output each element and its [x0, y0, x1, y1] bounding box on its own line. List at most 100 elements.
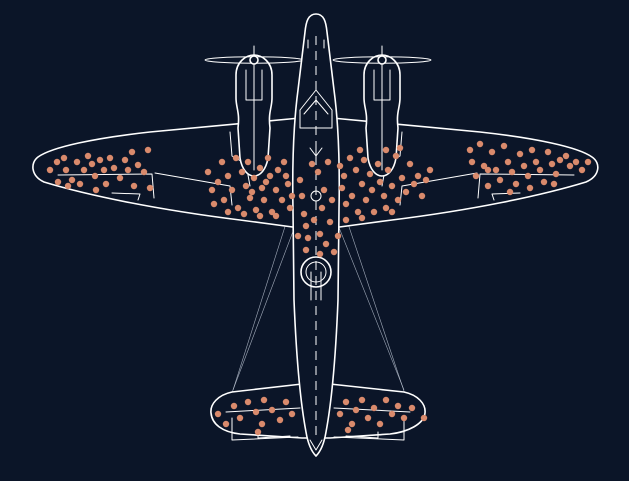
damage-marker: [384, 166, 392, 174]
damage-marker: [254, 428, 262, 436]
damage-marker: [526, 184, 534, 192]
damage-marker: [356, 146, 364, 154]
damage-marker: [360, 156, 368, 164]
damage-marker: [278, 196, 286, 204]
damage-marker: [144, 146, 152, 154]
damage-marker: [264, 154, 272, 162]
damage-marker: [258, 184, 266, 192]
damage-marker: [252, 408, 260, 416]
damage-marker: [64, 182, 72, 190]
damage-marker: [208, 186, 216, 194]
damage-marker: [76, 180, 84, 188]
damage-marker: [552, 170, 560, 178]
damage-marker: [288, 192, 296, 200]
damage-marker: [302, 246, 310, 254]
damage-marker: [348, 420, 356, 428]
damage-marker: [298, 192, 306, 200]
damage-marker: [388, 410, 396, 418]
damage-marker: [60, 154, 68, 162]
damage-marker: [540, 178, 548, 186]
damage-marker: [336, 162, 344, 170]
damage-marker: [252, 206, 260, 214]
damage-marker: [362, 196, 370, 204]
damage-marker: [244, 158, 252, 166]
damage-marker: [250, 174, 258, 182]
damage-marker: [380, 192, 388, 200]
damage-marker: [500, 142, 508, 150]
damage-marker: [520, 162, 528, 170]
damage-marker: [62, 166, 70, 174]
damage-marker: [388, 182, 396, 190]
damage-marker: [506, 188, 514, 196]
damage-marker: [304, 234, 312, 242]
damage-marker: [556, 156, 564, 164]
damage-marker: [210, 200, 218, 208]
damage-marker: [382, 146, 390, 154]
damage-marker: [220, 196, 228, 204]
damage-marker: [408, 404, 416, 412]
damage-marker: [46, 166, 54, 174]
damage-marker: [242, 182, 250, 190]
damage-marker: [358, 214, 366, 222]
damage-marker: [102, 180, 110, 188]
damage-marker: [508, 168, 516, 176]
damage-marker: [578, 166, 586, 174]
damage-marker: [466, 146, 474, 154]
damage-marker: [352, 166, 360, 174]
left-propeller: [204, 45, 304, 65]
damage-marker: [406, 160, 414, 168]
damage-marker: [544, 148, 552, 156]
damage-marker: [366, 170, 374, 178]
damage-marker: [468, 158, 476, 166]
damage-marker: [300, 210, 308, 218]
damage-marker: [368, 186, 376, 194]
damage-marker: [422, 176, 430, 184]
damage-marker: [110, 164, 118, 172]
damage-marker: [342, 398, 350, 406]
damage-marker: [244, 398, 252, 406]
damage-marker: [492, 166, 500, 174]
damage-marker: [258, 420, 266, 428]
damage-marker: [302, 222, 310, 230]
damage-marker: [394, 196, 402, 204]
damage-marker: [100, 166, 108, 174]
damage-marker: [322, 240, 330, 248]
damage-marker: [320, 186, 328, 194]
damage-marker: [346, 154, 354, 162]
damage-marker: [130, 182, 138, 190]
damage-marker: [224, 208, 232, 216]
damage-marker: [282, 398, 290, 406]
damage-marker: [272, 186, 280, 194]
damage-marker: [426, 166, 434, 174]
damage-marker: [342, 200, 350, 208]
damage-marker: [504, 158, 512, 166]
damage-marker: [224, 172, 232, 180]
damage-marker: [214, 178, 222, 186]
damage-marker: [296, 176, 304, 184]
damage-marker: [340, 172, 348, 180]
damage-marker: [274, 166, 282, 174]
fuselage: [291, 13, 341, 457]
damage-marker: [382, 396, 390, 404]
damage-marker: [260, 196, 268, 204]
damage-marker: [288, 410, 296, 418]
damage-marker: [528, 146, 536, 154]
damage-marker: [234, 204, 242, 212]
damage-marker: [358, 180, 366, 188]
damage-marker: [336, 410, 344, 418]
damage-marker: [268, 208, 276, 216]
damage-marker: [88, 160, 96, 168]
damage-marker: [532, 158, 540, 166]
damage-marker: [418, 192, 426, 200]
damage-marker: [54, 178, 62, 186]
damage-marker: [310, 216, 318, 224]
damage-marker: [80, 166, 88, 174]
damage-marker: [106, 154, 114, 162]
damage-marker: [280, 158, 288, 166]
damage-marker: [116, 174, 124, 182]
damage-marker: [382, 204, 390, 212]
damage-marker: [294, 232, 302, 240]
damage-marker: [330, 248, 338, 256]
